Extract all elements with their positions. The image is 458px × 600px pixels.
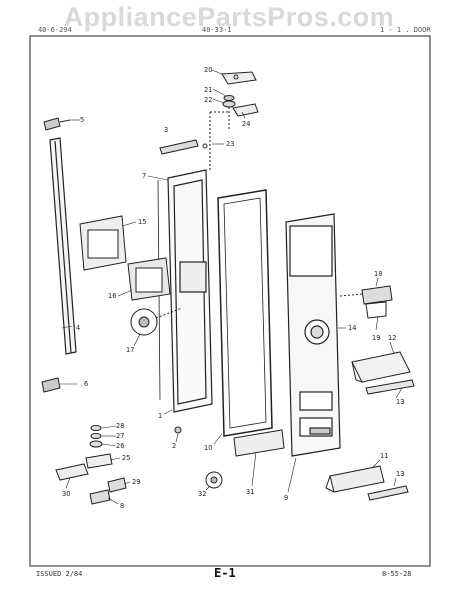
top-hinge-group bbox=[209, 71, 259, 172]
callout-5: 5 bbox=[80, 116, 84, 124]
callout-32: 32 bbox=[198, 490, 206, 498]
footer-issued: ISSUED 2/84 bbox=[36, 570, 83, 578]
watermark-text: AppliancePartsPros.com bbox=[63, 2, 395, 32]
callout-24: 24 bbox=[242, 120, 250, 128]
door-panel bbox=[167, 169, 213, 413]
callout-3: 3 bbox=[164, 126, 168, 134]
callout-12: 12 bbox=[388, 334, 396, 342]
callout-25: 25 bbox=[122, 454, 130, 462]
leader-lines bbox=[60, 69, 403, 505]
callout-7: 7 bbox=[142, 172, 146, 180]
callout-13b: 13 bbox=[396, 470, 404, 478]
callout-15: 15 bbox=[138, 218, 146, 226]
diagram-frame bbox=[29, 35, 431, 567]
actuator-arm bbox=[325, 465, 385, 493]
callout-19: 19 bbox=[372, 334, 380, 342]
callout-26: 26 bbox=[116, 442, 124, 450]
footer-page: E-1 bbox=[214, 566, 236, 580]
drip-tray bbox=[351, 351, 411, 383]
left-trim-strip bbox=[49, 137, 77, 355]
callout-20: 20 bbox=[204, 66, 212, 74]
callout-21: 21 bbox=[204, 86, 212, 94]
header-left: 40-6-294 bbox=[38, 26, 72, 34]
header-right: 1 - 1 . DOOR bbox=[380, 26, 431, 34]
ice-chute-assembly bbox=[339, 285, 393, 319]
callout-29: 29 bbox=[132, 478, 140, 486]
trim-strip-13b bbox=[367, 485, 409, 501]
callout-27: 27 bbox=[116, 432, 124, 440]
callout-13: 13 bbox=[396, 398, 404, 406]
callout-14: 14 bbox=[348, 324, 356, 332]
footer-code: 8-55-28 bbox=[382, 570, 412, 578]
callout-23: 23 bbox=[226, 140, 234, 148]
trim-strip-13a bbox=[365, 379, 415, 395]
callout-4: 4 bbox=[76, 324, 80, 332]
callout-9: 9 bbox=[284, 494, 288, 502]
bottom-trim-31 bbox=[233, 429, 285, 457]
callout-10: 10 bbox=[204, 444, 212, 452]
top-bracket bbox=[159, 139, 208, 155]
callout-2: 2 bbox=[172, 442, 176, 450]
watermark: AppliancePartsPros.com bbox=[0, 0, 458, 34]
lower-hinge-group bbox=[55, 425, 127, 505]
header-center: 40-33-1 bbox=[202, 26, 232, 34]
plate-16 bbox=[127, 257, 171, 301]
callout-labels: 20 21 22 24 3 23 5 7 15 16 17 4 6 18 14 … bbox=[62, 66, 404, 510]
callout-17: 17 bbox=[126, 346, 134, 354]
clip-6 bbox=[41, 377, 61, 393]
callout-31: 31 bbox=[246, 488, 254, 496]
door-liner-frame bbox=[217, 189, 273, 437]
clip-5 bbox=[43, 117, 71, 131]
callout-6: 6 bbox=[84, 380, 88, 388]
knob-17 bbox=[130, 307, 183, 336]
callout-8: 8 bbox=[120, 502, 124, 510]
round-part-32 bbox=[205, 471, 223, 489]
dispenser-housing bbox=[285, 213, 341, 457]
callout-22: 22 bbox=[204, 96, 212, 104]
callout-11: 11 bbox=[380, 452, 388, 460]
callout-1: 1 bbox=[158, 412, 162, 420]
screw-2 bbox=[174, 426, 182, 434]
callout-28: 28 bbox=[116, 422, 124, 430]
callout-16: 16 bbox=[108, 292, 116, 300]
callout-18: 18 bbox=[374, 270, 382, 278]
cover-15 bbox=[79, 215, 127, 271]
callout-30: 30 bbox=[62, 490, 70, 498]
